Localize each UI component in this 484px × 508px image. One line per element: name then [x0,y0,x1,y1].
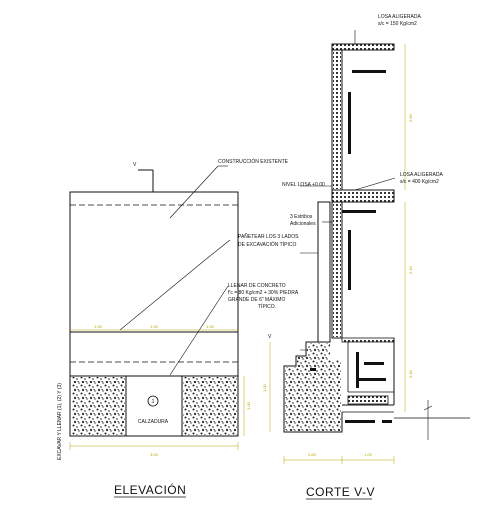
note-losa-mid-title: LOSA ALIGERADA [400,172,443,178]
note-llenar-1: LLENAR DE CONCRETO [228,283,286,289]
elev-dim-height: 1.00 [246,401,251,410]
elev-dim-top-3: 1.00 [206,324,215,329]
section-view [283,30,470,440]
sec-dim-right-2: 2.40 [408,265,413,274]
cut-marker-right: V [268,334,272,340]
rebar-marks [310,70,392,423]
note-llenar-2: f'c = 80 Kg/cm2 + 30% PIEDRA [228,290,299,296]
vertical-excavation-note: EXCAVAR Y LLENAR (1), (2) Y (3) [57,383,63,460]
elevation-view [69,165,239,437]
cut-marker-left: V [133,162,137,168]
section-concrete-hatch [285,343,341,431]
elev-dim-bottom: 3.00 [150,452,159,457]
sec-dim-total: 1.00 [262,383,267,392]
note-losa-mid-load: s/c = 400 Kg/cm2 [400,179,439,185]
note-losa-top-title: LOSA ALIGERADA [378,14,421,20]
note-construccion-existente: CONSTRUCCIÓN EXISTENTE [218,158,289,165]
elevation-concrete-hatch [72,377,237,435]
note-llenar-3: GRANDE DE 6" MÁXIMO [228,296,285,303]
note-llenar-4: TÍPICO. [258,303,276,310]
elevation-dimensions [69,329,245,450]
sec-dim-right-1: 2.60 [408,113,413,122]
note-panetear-2: DE EXCAVACIÓN TÍPICO [238,241,296,248]
section-title: CORTE V-V [306,485,375,499]
elev-dim-top-1: 1.00 [94,324,103,329]
segment-number: 1 [152,399,155,405]
note-nivel-losa: NIVEL LOSA +0.00 [282,182,325,188]
elev-dim-top-2: 1.00 [150,324,159,329]
sec-dim-bottom-2: 1.00 [364,452,373,457]
note-estribos-1: 3 Estribos [290,214,313,220]
segment-number-marker: 1 [147,395,159,407]
note-panetear-1: PAÑETEAR LOS 3 LADOS [238,233,299,240]
sec-dim-right-3: 0.40 [408,369,413,378]
note-losa-top-load: s/c = 150 Kg/cm2 [378,21,417,27]
elevation-title: ELEVACIÓN [114,482,186,497]
calzadura-label: CALZADURA [138,419,169,425]
section-dimensions [269,44,406,464]
sec-dim-bottom-1: 0.60 [308,452,317,457]
note-estribos-2: Adicionales [290,221,316,227]
